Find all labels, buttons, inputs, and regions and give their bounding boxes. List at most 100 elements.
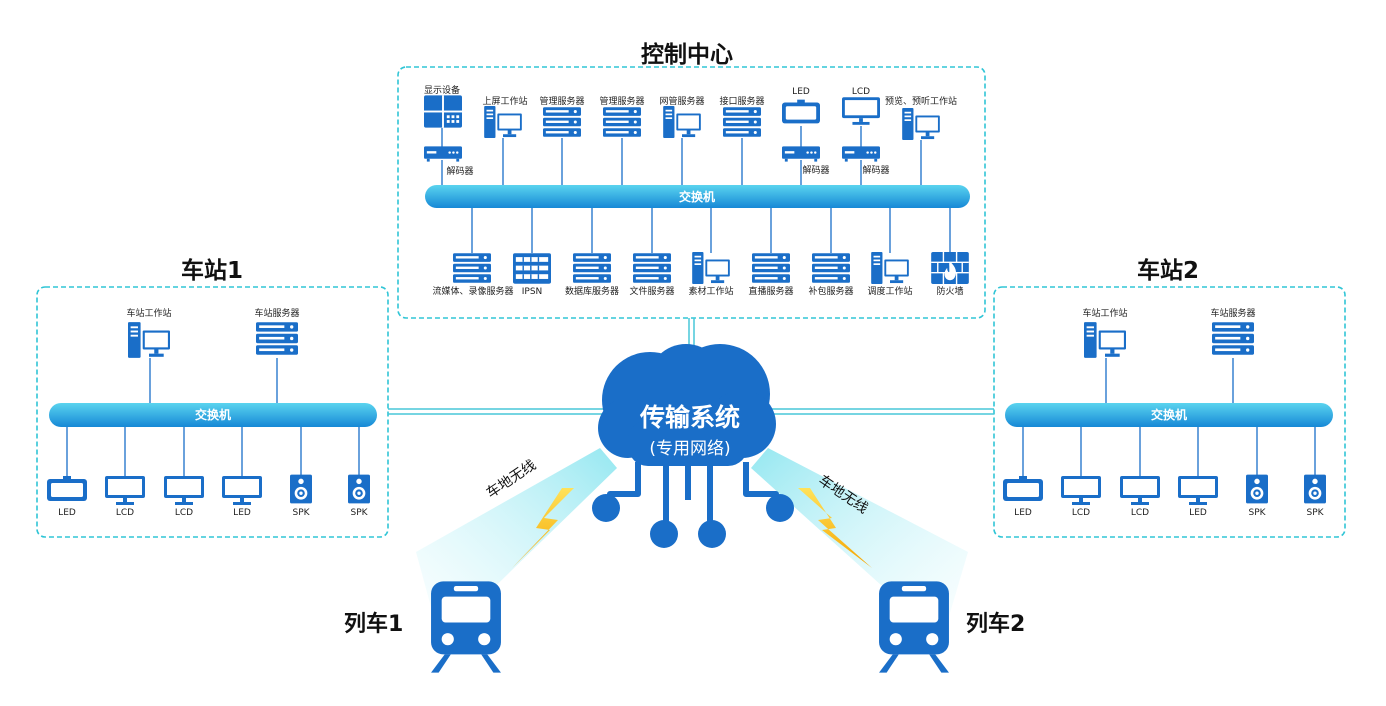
device-label: 调度工作站 [867, 287, 913, 297]
device-label: LCD [851, 87, 871, 97]
device-label: 预览、预听工作站 [884, 97, 958, 107]
terminal-label: LCD [1130, 508, 1150, 518]
device-label: 接口服务器 [719, 97, 765, 107]
station2-server-label: 车站服务器 [1210, 309, 1256, 319]
station1-title: 车站1 [181, 258, 244, 284]
terminal-label: LED [58, 508, 76, 518]
lcd-monitor-icon [1178, 476, 1218, 505]
device-label: 管理服务器 [539, 97, 585, 107]
led-screen-icon [782, 99, 820, 124]
server-icon [812, 253, 850, 283]
terminal-label: SPK [1248, 508, 1266, 518]
workstation-icon [128, 322, 170, 358]
led-screen-icon [1003, 476, 1043, 501]
decoder-icon [424, 146, 462, 162]
device-label: 直播服务器 [748, 287, 794, 297]
control-center-bottom-devices [453, 252, 969, 284]
cloud-connectors [607, 462, 779, 530]
terminal-label: LCD [1071, 508, 1091, 518]
device-label: 管理服务器 [599, 97, 645, 107]
station2-workstation-label: 车站工作站 [1082, 309, 1128, 319]
cloud-subtitle: (专用网络) [649, 439, 731, 459]
decoder-label: 解码器 [446, 167, 474, 177]
terminal-label: LCD [115, 508, 135, 518]
terminal-label: LED [233, 508, 251, 518]
decoder-icon [782, 146, 820, 162]
firewall-icon [931, 252, 969, 284]
control-center-title: 控制中心 [641, 42, 733, 68]
speaker-icon [1304, 474, 1326, 504]
device-label: 上屏工作站 [482, 97, 528, 107]
control-center-frame [397, 66, 986, 319]
train2-label: 列车2 [966, 612, 1026, 637]
device-label: 补包服务器 [808, 287, 854, 297]
station1-server-label: 车站服务器 [254, 309, 300, 319]
cloud-title: 传输系统 [639, 403, 741, 432]
ipsn-icon [513, 253, 551, 284]
station2-switch [1005, 403, 1333, 427]
device-label: 素材工作站 [688, 287, 734, 297]
control-center-links [441, 126, 951, 253]
server-icon [543, 107, 581, 137]
lightning-icon [512, 488, 574, 568]
speaker-icon [1246, 474, 1268, 504]
speaker-icon [348, 474, 370, 504]
station-links [66, 358, 1316, 476]
lcd-monitor-icon [1061, 476, 1101, 505]
terminal-label: LED [1014, 508, 1032, 518]
workstation-icon [663, 106, 701, 138]
terminal-label: LED [1189, 508, 1207, 518]
train-icon [879, 581, 949, 673]
station1-switch-label: 交换机 [194, 408, 232, 422]
decoder-icon [842, 146, 880, 162]
lcd-monitor-icon [842, 97, 880, 125]
station2-title: 车站2 [1137, 258, 1200, 284]
workstation-icon [692, 252, 730, 284]
workstation-icon [484, 106, 522, 138]
server-icon [1212, 322, 1254, 355]
terminal-label: SPK [1306, 508, 1324, 518]
server-icon [573, 253, 611, 283]
cloud-connector-dots [592, 494, 794, 548]
train-icon [431, 581, 501, 673]
decoder-label: 解码器 [862, 166, 890, 176]
server-icon [752, 253, 790, 283]
device-label: LED [792, 87, 810, 97]
lcd-monitor-icon [222, 476, 262, 505]
lightning-icon [798, 488, 872, 568]
train1-label: 列车1 [344, 612, 404, 637]
lcd-monitor-icon [105, 476, 145, 505]
station1-workstation-label: 车站工作站 [126, 309, 172, 319]
led-screen-icon [47, 476, 87, 501]
terminal-label: SPK [292, 508, 310, 518]
station2-switch-label: 交换机 [1150, 408, 1188, 422]
terminal-label: LCD [174, 508, 194, 518]
control-center-switch [425, 185, 970, 208]
terminal-label: SPK [350, 508, 368, 518]
decoder-label: 解码器 [802, 166, 830, 176]
server-icon [723, 107, 761, 137]
control-center-switch-label: 交换机 [678, 190, 716, 204]
device-label: 流媒体、录像服务器 [432, 287, 514, 297]
device-label: 显示设备 [423, 86, 461, 96]
workstation-icon [1084, 322, 1126, 358]
lcd-monitor-icon [1120, 476, 1160, 505]
station1-switch [49, 403, 377, 427]
device-label: IPSN [521, 287, 543, 297]
workstation-icon [902, 108, 940, 140]
display-device-icon [424, 95, 462, 128]
station2-frame [993, 286, 1346, 538]
server-icon [603, 107, 641, 137]
device-label: 网管服务器 [659, 97, 705, 107]
lcd-monitor-icon [164, 476, 204, 505]
station1-frame [36, 286, 389, 538]
server-icon [256, 322, 298, 355]
workstation-icon [871, 252, 909, 284]
device-label: 防火墙 [936, 287, 964, 297]
device-label: 数据库服务器 [564, 287, 620, 297]
cloud-icon [598, 344, 776, 466]
server-icon [633, 253, 671, 283]
device-label: 文件服务器 [629, 287, 675, 297]
server-icon [453, 253, 491, 283]
